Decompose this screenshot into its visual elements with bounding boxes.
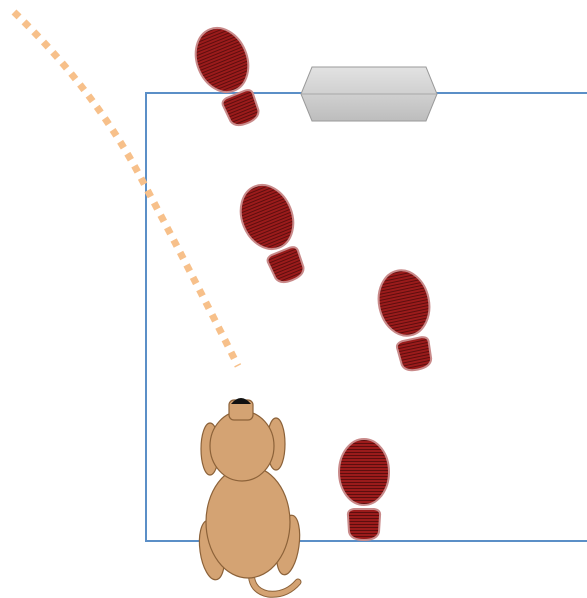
door-threshold	[300, 66, 438, 122]
dog	[198, 398, 302, 598]
footprint-2	[230, 176, 317, 291]
dog-head	[209, 410, 275, 482]
footprint-3	[371, 264, 444, 376]
footprint-1	[185, 19, 272, 134]
dog-body	[205, 465, 291, 579]
dog-nose	[231, 398, 251, 404]
footprint-4	[338, 438, 390, 541]
leash-path	[11, 9, 242, 368]
